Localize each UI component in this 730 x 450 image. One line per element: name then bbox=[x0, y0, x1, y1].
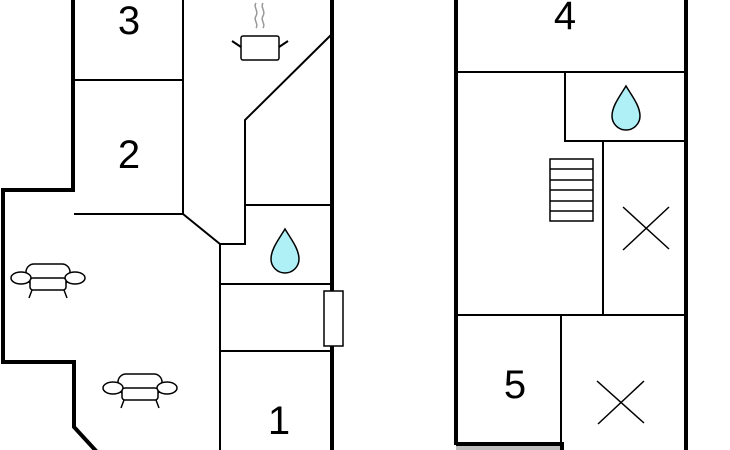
left-floor: 3 2 1 bbox=[1, 0, 344, 450]
inner-walls bbox=[74, 0, 333, 450]
room-label-2: 2 bbox=[118, 133, 140, 177]
room-label-5: 5 bbox=[504, 363, 526, 407]
right-floor: 4 5 bbox=[454, 0, 688, 450]
room-label-3: 3 bbox=[118, 0, 140, 43]
inner-walls bbox=[456, 71, 686, 445]
pot-icon bbox=[231, 2, 289, 61]
room-label-1: 1 bbox=[268, 399, 290, 443]
room-label-4: 4 bbox=[554, 0, 576, 38]
window-icon bbox=[323, 290, 344, 347]
outer-wall-bottom bbox=[456, 442, 564, 450]
sofa-icon bbox=[10, 263, 86, 299]
sofa-icon bbox=[102, 373, 178, 409]
water-drop-icon bbox=[270, 228, 300, 274]
outer-wall bbox=[1, 0, 98, 450]
bed-cross-icon bbox=[622, 206, 670, 251]
terrace bbox=[456, 445, 562, 450]
water-drop-icon bbox=[611, 85, 641, 131]
stairs-icon bbox=[549, 158, 594, 222]
bed-cross-icon bbox=[596, 380, 645, 425]
